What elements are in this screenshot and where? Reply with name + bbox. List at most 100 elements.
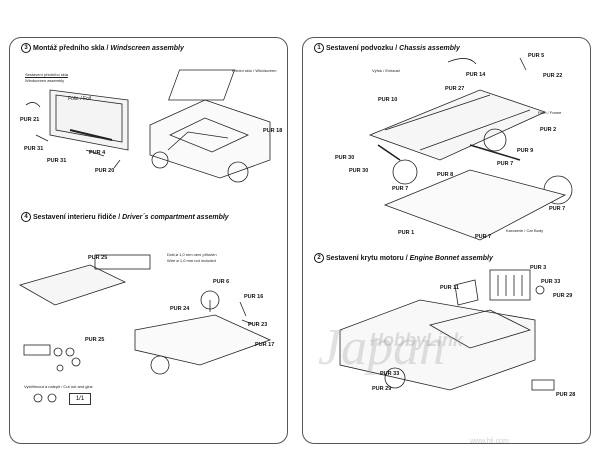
frame-ladder [368,89,547,161]
note-windscreen-assy-en: Windscreen assembly [25,78,65,83]
part-label: PUR 1 [398,230,415,236]
part-label: PUR 21 [20,117,40,123]
car-body-base [383,169,567,241]
part-label: PUR 11 [440,285,459,291]
part-label: PUR 29 [372,386,392,392]
part-label: PUR 8 [437,172,454,178]
front-right-wheel-upper [483,128,507,152]
windscreen-drawing [25,69,271,183]
part-label: PUR 7 [392,186,409,192]
pur23-part [241,319,253,325]
pur5-part [519,57,527,71]
step-number: 4 [21,212,31,222]
step-number: 3 [21,43,31,53]
pur28-plate [531,379,555,391]
part-label: PUR 33 [380,371,400,377]
part-label: PUR 9 [517,148,534,154]
part-label: PUR 30 [349,168,369,174]
part-label: PUR 28 [556,392,576,398]
step-number: 2 [314,253,324,263]
note-windscreen-assy: Sestavení předního skla [25,72,68,77]
gauge-3 [56,364,64,372]
note-body: Karoserie / Car Body [506,228,544,233]
part-label: PUR 24 [170,306,190,312]
pur11-part [454,279,479,306]
watermark-brand: HobbyLink [370,330,463,350]
part-label: PUR 33 [541,279,561,285]
part-label: PUR 5 [528,53,545,59]
part-label: PUR 25 [88,255,108,261]
pur33-headlight [535,285,545,295]
exhaust-part [447,58,477,65]
part-label: PUR 17 [255,342,275,348]
part-label: PUR 23 [248,322,268,328]
note-frame: Rám / Frame [538,110,562,115]
jeep-hood [169,117,250,153]
windscreen-on-car [168,69,236,101]
part-label: PUR 20 [95,168,115,174]
part-label: PUR 27 [445,86,465,92]
part-label: PUR 18 [263,128,283,134]
scale-box: 1/1 [69,393,91,405]
pur4-part [85,149,105,157]
part-label: PUR 31 [24,146,44,152]
part-label: PUR 4 [89,150,106,156]
chassis-drawing [368,57,573,241]
pur31-part [35,134,49,142]
pur20-part [113,159,121,169]
part-label: PUR 7 [497,161,514,167]
gauge-1 [53,347,63,357]
watermark-logo: Japan [318,319,446,376]
decal-gauge-a [33,393,43,403]
pur25-seat [94,254,151,270]
part-label: PUR 7 [549,206,566,212]
axle-rear [377,144,401,161]
engine-bonnet [428,309,532,349]
part-label: PUR 16 [244,294,264,300]
bonnet-drawing [339,269,555,391]
pur16-lever [239,301,247,317]
axle-front [469,144,521,161]
windscreen-frame [49,89,129,151]
note-foil: Fólie / Foil [68,96,92,102]
part-label: PUR 14 [466,72,486,78]
dashboard-decal [23,344,51,356]
step-number: 1 [314,43,324,53]
part-label: PUR 31 [47,158,67,164]
gauge-2 [65,347,75,357]
note-exhaust: Výfuk / Exhaust [372,68,400,73]
decal-gauge-b [47,393,57,403]
part-label: PUR 22 [543,73,563,79]
rear-wheel [151,151,169,169]
part-label: PUR 10 [378,97,398,103]
driver-compartment-body [134,314,272,366]
driver-drawing [18,254,272,403]
pur21-part [25,102,41,108]
part-label: PUR 2 [540,127,557,133]
front-wheel [227,161,249,183]
note-front-glass: Přední sklo / Windscreen [232,68,277,73]
part-label: PUR 3 [530,265,547,271]
part-label: PUR 6 [213,279,230,285]
part-label: PUR 7 [475,234,492,240]
seat-floor-part [18,264,127,306]
watermark-url: www.hlj.com [470,438,509,445]
part-label: PUR 29 [553,293,573,299]
jeep-body-left [149,99,271,179]
part-label: PUR 30 [335,155,355,161]
bonnet-body [339,299,536,391]
radiator-grille [489,269,531,301]
frame-rail-1 [384,94,491,131]
windscreen-wiper [69,129,113,141]
note-wire-1: Drát ⌀ 1,0 mm není přiložen [167,252,217,257]
driver-body-wheel [150,355,170,375]
gauge-4 [71,357,81,367]
bonnet-wheel [384,367,406,389]
rear-left-wheel [392,159,418,185]
frame-rail-2 [419,109,531,151]
